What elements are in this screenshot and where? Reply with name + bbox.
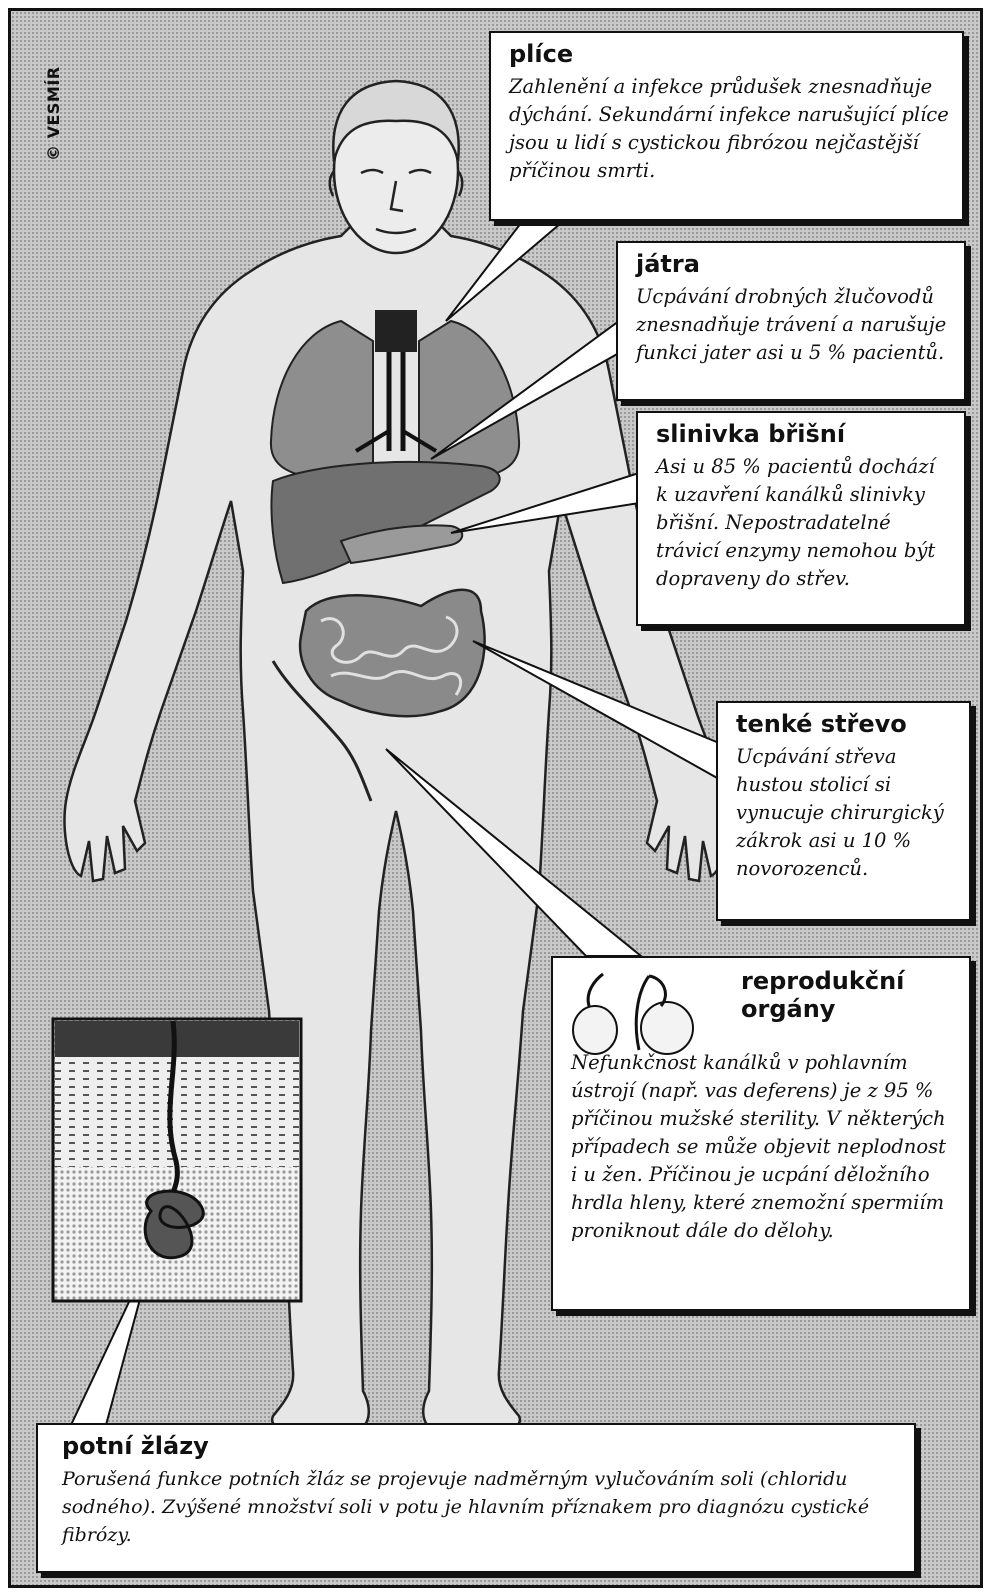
callout-reproductive-organs: reprodukční orgány Nefunkčnost kanálků v… bbox=[551, 956, 971, 1311]
infographic-frame: © VESMÍR plíce Zahlenění a infekce průdu… bbox=[8, 8, 983, 1588]
callout-small-intestine: tenké střevo Ucpávání střeva hustou stol… bbox=[716, 701, 971, 921]
callout-title: potní žlázy bbox=[62, 1433, 902, 1461]
callout-title: plíce bbox=[509, 41, 950, 69]
callout-title: reprodukční orgány bbox=[741, 968, 961, 1023]
callout-title: játra bbox=[636, 251, 952, 279]
callout-text: Porušená funkce potních žláz se projevuj… bbox=[62, 1465, 902, 1549]
callout-title: slinivka břišní bbox=[656, 421, 952, 449]
testes-icon bbox=[567, 972, 702, 1057]
callout-text: Asi u 85 % pacientů dochází k uzavření k… bbox=[656, 453, 952, 593]
callout-liver: játra Ucpávání drobných žlučovodů znesna… bbox=[616, 241, 966, 401]
callout-pancreas: slinivka břišní Asi u 85 % pacientů doch… bbox=[636, 411, 966, 626]
callout-lungs: plíce Zahlenění a infekce průdušek znesn… bbox=[489, 31, 964, 221]
callout-title: tenké střevo bbox=[736, 711, 957, 739]
callout-text: Zahlenění a infekce průdušek znesnadňuje… bbox=[509, 73, 950, 185]
head bbox=[330, 81, 463, 253]
callout-sweat-glands: potní žlázy Porušená funkce potních žláz… bbox=[36, 1423, 916, 1573]
sweat-gland-inset bbox=[53, 1019, 301, 1301]
credit-label: © VESMÍR bbox=[44, 66, 63, 161]
callout-text: Nefunkčnost kanálků v pohlavním ústrojí … bbox=[571, 1049, 957, 1245]
callout-text: Ucpávání střeva hustou stolicí si vynucu… bbox=[736, 743, 957, 883]
callout-text: Ucpávání drobných žlučovodů znesnadňuje … bbox=[636, 283, 952, 367]
